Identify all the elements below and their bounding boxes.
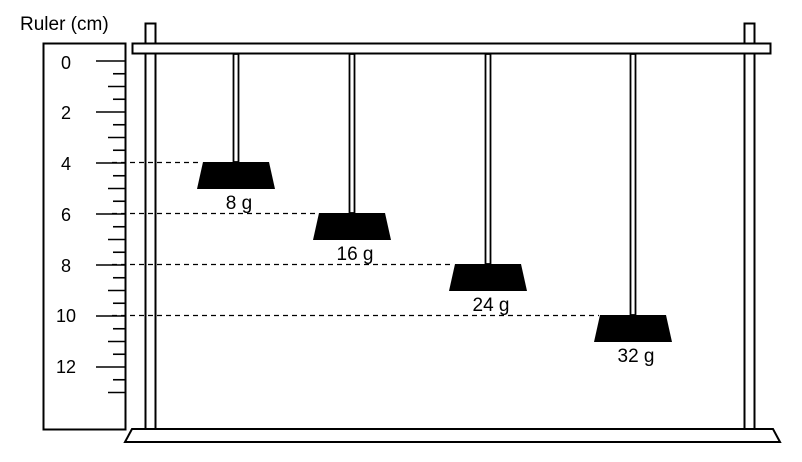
spring-rod: [348, 53, 356, 214]
ruler-label-2: 2: [61, 103, 71, 123]
ruler-body: [42, 42, 127, 431]
spring-rod: [629, 53, 637, 316]
spring-2: 16 g: [313, 53, 391, 265]
mass-label: 8 g: [226, 193, 252, 214]
mass-weight: [313, 213, 391, 240]
mass-weight: [449, 264, 527, 291]
mass-label: 32 g: [618, 346, 655, 367]
mass-label: 24 g: [473, 295, 510, 316]
spring-4: 32 g: [594, 53, 672, 367]
ruler-title: Ruler (cm): [20, 14, 109, 35]
spring-1: 8 g: [197, 53, 275, 214]
mass-label: 16 g: [337, 244, 374, 265]
ruler-label-8: 8: [61, 256, 71, 276]
top-bar: [131, 42, 772, 55]
ruler-number-labels: 0 2 4 6 8 10 12: [56, 53, 76, 377]
stand: [123, 22, 782, 443]
ruler-label-12: 12: [56, 357, 76, 377]
ruler-label-4: 4: [61, 154, 71, 174]
reference-lines: [112, 161, 599, 317]
spring-rod: [232, 53, 240, 163]
left-post: [144, 22, 157, 431]
right-post: [743, 22, 756, 431]
ruler-label-6: 6: [61, 205, 71, 225]
mass-weight: [594, 315, 672, 342]
mass-weight: [197, 162, 275, 189]
spring-3: 24 g: [449, 53, 527, 316]
ruler-label-0: 0: [61, 53, 71, 73]
ruler-label-10: 10: [56, 306, 76, 326]
base: [123, 428, 782, 443]
spring-rod: [484, 53, 492, 265]
ruler-ticks: [96, 60, 125, 394]
